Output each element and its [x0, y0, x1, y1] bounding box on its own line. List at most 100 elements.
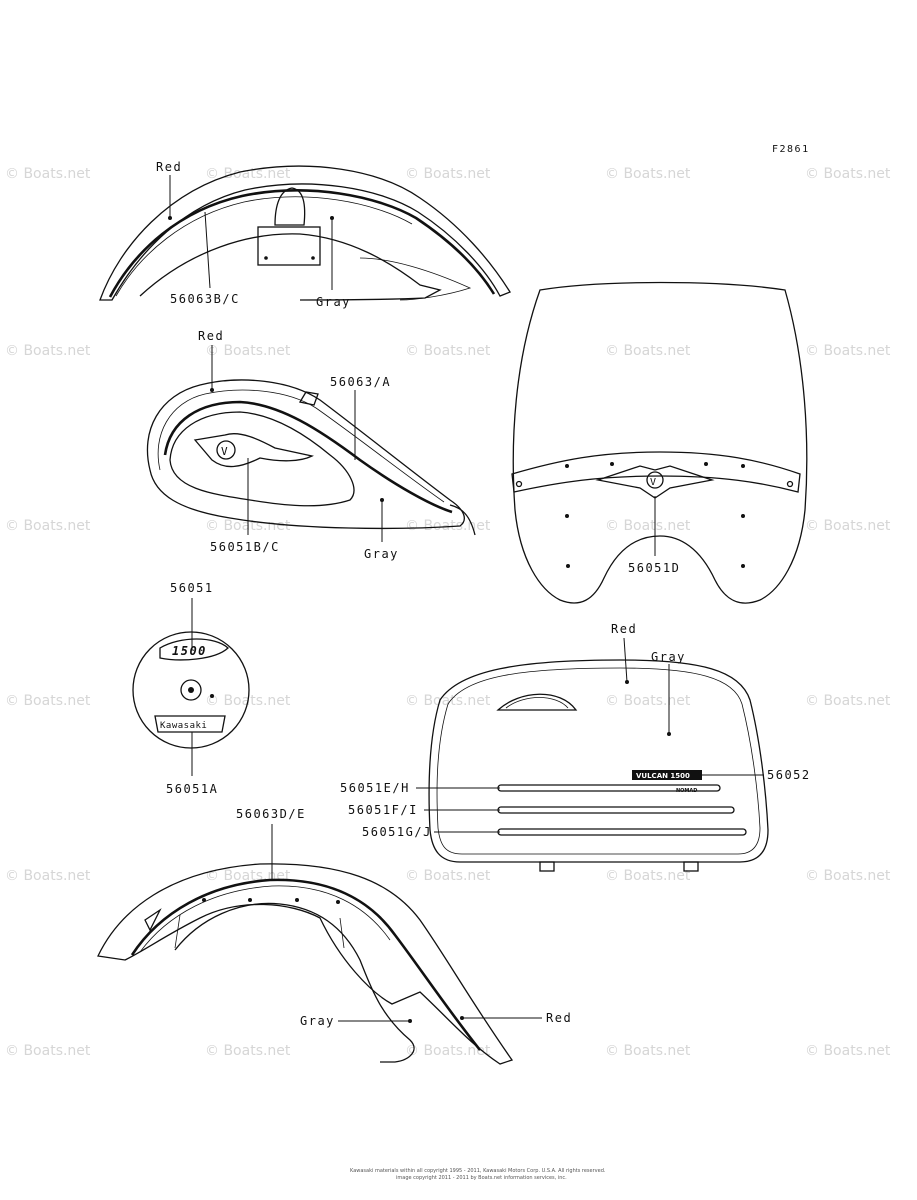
round-emblem-bottom-label: 56051A: [166, 782, 218, 796]
mount-hole: [295, 898, 299, 902]
front-fender-inner: [174, 902, 415, 1063]
mount-hole: [248, 898, 252, 902]
watermark-text: © Boats.net: [605, 868, 691, 884]
rear-fender-part-label: 56063B/C: [170, 292, 240, 306]
watermark-text: © Boats.net: [605, 166, 691, 182]
fuel-tank-emblem-label: 56051B/C: [210, 540, 280, 554]
round-emblem-brand-panel: [154, 715, 226, 733]
saddlebag-stripe-3: [497, 828, 747, 836]
saddlebag-badge: [632, 770, 702, 780]
watermark-text: © Boats.net: [205, 1043, 291, 1059]
saddlebag-stripe3-label: 56051G/J: [362, 825, 432, 839]
saddlebag-badge-text: VULCAN 1500: [636, 772, 690, 780]
saddlebag-stripe1-label: 56051E/H: [340, 781, 410, 795]
bolt-hole: [264, 256, 268, 260]
watermark-text: © Boats.net: [5, 343, 91, 359]
round-emblem-number-panel: [159, 638, 229, 661]
saddlebag: VULCAN 1500 NOMAD Red Gray 56052 56051E/…: [340, 622, 809, 872]
watermark-text: © Boats.net: [605, 518, 691, 534]
fuel-tank-gray-label: Gray: [364, 547, 399, 561]
mount-hole: [741, 564, 745, 568]
rear-fender-gray-label: Gray: [316, 295, 351, 309]
fuel-tank-outline: [146, 379, 465, 530]
front-fender-tip: [144, 908, 162, 932]
copyright-line-1: Kawasaki materials within all copyright …: [350, 1168, 606, 1174]
saddlebag-inner-outline: [436, 667, 761, 855]
saddlebag-gray-label: Gray: [651, 650, 686, 664]
saddlebag-latch-inner: [505, 697, 569, 709]
fuel-tank-tail: [449, 504, 476, 536]
windshield-emblem: [595, 465, 715, 499]
leader-dot: [380, 498, 384, 502]
watermark-text: © Boats.net: [5, 166, 91, 182]
front-fender-side-line: [174, 914, 345, 949]
watermark-text: © Boats.net: [805, 166, 891, 182]
mount-hole: [566, 564, 570, 568]
round-emblem: 56051 1500 Kawasaki 56051A: [132, 581, 250, 796]
rear-fender-underside: [139, 233, 442, 301]
emblem-v-circle: [646, 471, 664, 489]
windshield-mount-bar: [511, 451, 801, 493]
mount-hole: [786, 480, 794, 488]
watermark-text: © Boats.net: [205, 166, 291, 182]
watermark-text: © Boats.net: [405, 166, 491, 182]
mount-hole: [565, 514, 569, 518]
round-emblem-brand: Kawasaki: [160, 721, 207, 731]
leader-dot: [460, 1016, 464, 1020]
fuel-tank-stripe-label: 56063/A: [330, 375, 391, 389]
watermark-text: © Boats.net: [405, 518, 491, 534]
watermark-text: © Boats.net: [405, 693, 491, 709]
fuel-tank-inner-outline: [157, 389, 445, 503]
round-emblem-number: 1500: [172, 644, 207, 658]
watermark-text: © Boats.net: [5, 1043, 91, 1059]
front-fender-gray-label: Gray: [300, 1014, 335, 1028]
saddlebag-badge-subtext: NOMAD: [676, 788, 697, 794]
watermark-text: © Boats.net: [5, 518, 91, 534]
watermark-text: © Boats.net: [205, 343, 291, 359]
leader-dot: [210, 388, 214, 392]
watermark-text: © Boats.net: [605, 693, 691, 709]
watermark-text: © Boats.net: [805, 518, 891, 534]
mount-hole: [202, 898, 206, 902]
rear-fender-bracket: [257, 226, 321, 266]
rear-fender-tab: [274, 187, 306, 226]
figure-code: F2861: [772, 144, 810, 155]
windshield: V 56051D: [511, 281, 808, 604]
mount-hole: [741, 514, 745, 518]
copyright-line-2: image copyright 2011 - 2011 by Boats.net…: [396, 1175, 567, 1181]
saddlebag-outline: [428, 659, 769, 863]
watermark-text: © Boats.net: [805, 1043, 891, 1059]
fuel-tank-emblem: [193, 433, 314, 468]
front-fender-stripe: [130, 878, 482, 1051]
watermark-text: © Boats.net: [805, 693, 891, 709]
bolt-hole: [311, 256, 315, 260]
rear-fender-stripe: [108, 189, 496, 298]
leader-dot: [667, 732, 671, 736]
leader-dot: [168, 216, 172, 220]
front-fender-part-label: 56063D/E: [236, 807, 306, 821]
round-emblem-center: [188, 687, 194, 693]
saddlebag-stripe2-label: 56051F/I: [348, 803, 418, 817]
saddlebag-foot: [539, 861, 555, 872]
fuel-tank-stripe: [163, 400, 453, 514]
watermark-text: © Boats.net: [405, 868, 491, 884]
fuel-cap: [298, 391, 319, 406]
watermark-text: © Boats.net: [5, 693, 91, 709]
rear-fender: Red 56063B/C Gray: [99, 160, 511, 309]
emblem-v-letter: V: [221, 445, 229, 458]
rear-fender-outline: [99, 165, 511, 301]
mount-hole: [515, 480, 523, 488]
fuel-tank: V Red 56063/A 56051B/C Gray: [146, 329, 476, 561]
leader-dot: [210, 694, 214, 698]
round-emblem-top-label: 56051: [170, 581, 214, 595]
watermark-text: © Boats.net: [405, 1043, 491, 1059]
mount-hole: [704, 462, 708, 466]
watermark-text: © Boats.net: [805, 868, 891, 884]
emblem-v-circle: [216, 440, 236, 460]
watermark-text: © Boats.net: [605, 343, 691, 359]
watermarks: © Boats.net © Boats.net © Boats.net © Bo…: [5, 166, 891, 1059]
leader-dot: [330, 216, 334, 220]
mount-hole: [610, 462, 614, 466]
saddlebag-red-label: Red: [611, 622, 637, 636]
